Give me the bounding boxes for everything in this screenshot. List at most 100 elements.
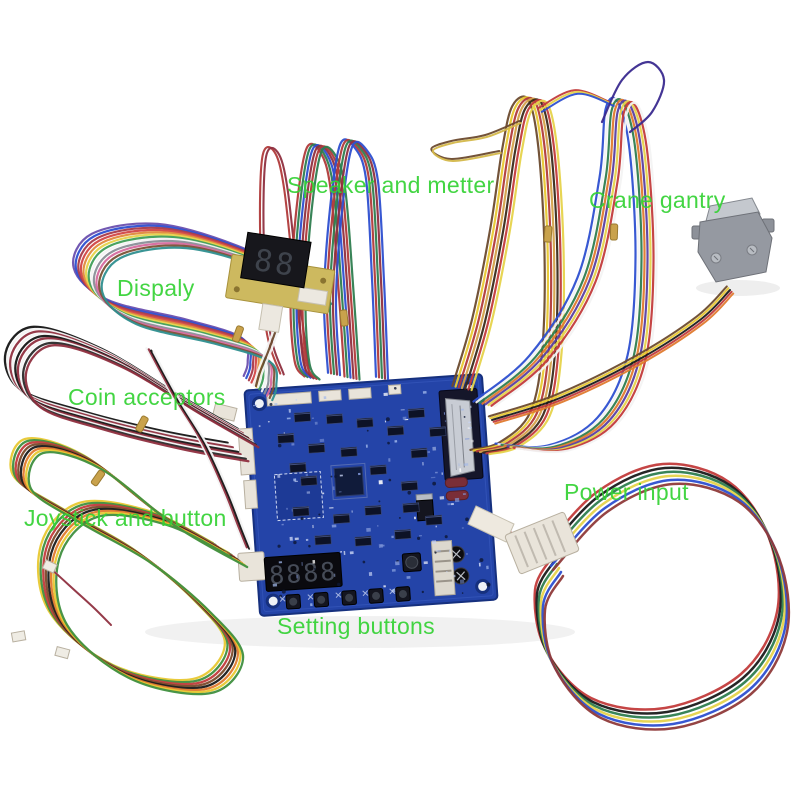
mounting-hole [251, 396, 267, 412]
silkscreen-mark [306, 491, 311, 494]
silkscreen-mark [435, 549, 438, 552]
wire [487, 285, 728, 418]
silkscreen-mark [486, 565, 489, 570]
smd-chip [314, 534, 332, 546]
via [277, 443, 282, 448]
wire [257, 329, 280, 388]
silkscreen-mark [351, 510, 353, 513]
pin-header [348, 387, 372, 400]
wire [431, 122, 522, 163]
wire [489, 287, 730, 420]
silkscreen-mark [471, 439, 474, 443]
chip-edge [308, 443, 325, 446]
cable-ties [90, 223, 619, 487]
silkscreen-mark [468, 421, 471, 424]
silkscreen-mark [439, 496, 445, 500]
screw-slots [713, 247, 755, 261]
silkscreen-mark [294, 537, 299, 541]
silkscreen-mark [435, 525, 438, 528]
smd-chip [332, 513, 351, 524]
joystick-connector [237, 551, 267, 582]
via [281, 589, 286, 594]
silkscreen-mark [402, 416, 407, 420]
main-button [401, 552, 422, 573]
silkscreen-mark [286, 417, 291, 420]
silkscreen-mark [400, 409, 405, 411]
wire [301, 145, 358, 380]
silkscreen-mark [258, 425, 261, 428]
silkscreen-mark [332, 486, 335, 491]
via [387, 441, 390, 445]
via [416, 536, 421, 540]
silkscreen-mark [310, 603, 313, 607]
via [393, 386, 397, 390]
module-display-digits: 88 [252, 243, 299, 284]
via [300, 516, 304, 521]
setting-button [335, 589, 357, 606]
silkscreen-mark [383, 585, 386, 588]
cable-tie [135, 415, 149, 433]
via [308, 544, 311, 548]
silkscreen-mark [422, 391, 427, 394]
chip-edge [364, 506, 381, 509]
via [362, 560, 366, 564]
smd-chip [364, 505, 382, 516]
aux-connector [243, 479, 259, 510]
chip-edge [326, 414, 343, 417]
smd-chip [300, 475, 318, 487]
silkscreen-texture [252, 385, 491, 607]
via [269, 402, 273, 406]
smd-chip [400, 480, 419, 492]
coin-tails [145, 347, 253, 551]
via [318, 513, 321, 516]
loose-plug [54, 645, 71, 660]
silkscreen-mark [430, 476, 436, 479]
silkscreen-mark [378, 543, 384, 548]
via [444, 535, 448, 539]
silkscreen-mark [414, 516, 416, 520]
smd-chip [386, 425, 405, 436]
board-shadow [145, 616, 575, 648]
wire [252, 328, 275, 387]
silkscreen-mark [466, 553, 468, 555]
silkscreen-mark [340, 551, 343, 553]
wire [298, 144, 355, 380]
silkscreen-mark [444, 420, 447, 423]
cable-tie [609, 223, 619, 241]
via [463, 415, 466, 418]
silkscreen-mark [272, 583, 278, 587]
display-cable-connector [211, 402, 238, 422]
silkscreen-mark [378, 480, 383, 485]
mounting-hole [475, 578, 491, 594]
wire [460, 97, 556, 454]
silkscreen-mark [394, 440, 398, 443]
silkscreen-mark [459, 468, 462, 473]
inductor [444, 477, 468, 489]
joystick-bundle [9, 437, 249, 696]
silkscreen-mark [423, 561, 428, 565]
wire [484, 99, 649, 452]
silkscreen-mark [463, 463, 469, 466]
silkscreen-mark [294, 480, 299, 483]
db25-connector [438, 387, 484, 482]
silkscreen-mark [470, 405, 472, 409]
silkscreen-mark [293, 478, 297, 482]
crane-gantry-plug [691, 197, 775, 283]
silkscreen-mark [435, 471, 438, 474]
chip-edge [402, 503, 419, 506]
wire [150, 349, 251, 550]
chip-edge [300, 476, 317, 479]
silkscreen-mark [349, 551, 354, 555]
wire [152, 350, 253, 551]
via [432, 481, 437, 486]
via [314, 568, 316, 570]
wire [470, 99, 566, 456]
pin-header [266, 391, 312, 407]
chip-edge [314, 535, 331, 538]
via [486, 582, 491, 587]
wire [295, 144, 352, 379]
smd-chip [356, 417, 374, 429]
silkscreen-mark [323, 396, 327, 400]
power-cable-sheath [467, 505, 515, 543]
silkscreen-mark [450, 503, 454, 506]
